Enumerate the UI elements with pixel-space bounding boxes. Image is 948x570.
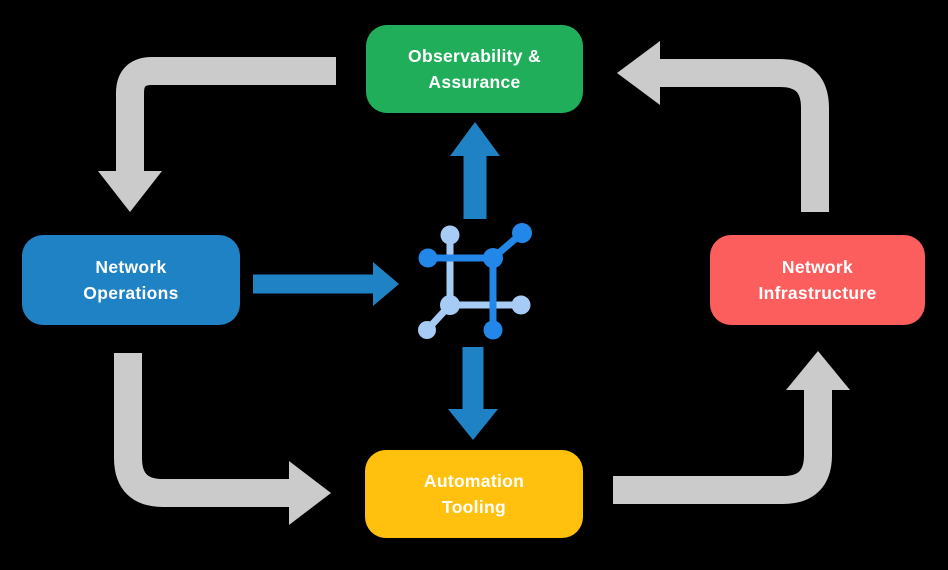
arrow-head-down-icon	[448, 409, 498, 440]
node-label-automation-tooling: Automation Tooling	[423, 470, 525, 517]
arrow-operations-to-center	[253, 262, 399, 306]
arrow-observability-to-operations	[98, 57, 336, 212]
icon-node-bottom	[483, 320, 503, 340]
arrow-head-down-icon	[98, 171, 162, 212]
arrow-shaft	[114, 353, 290, 507]
icon-node-bottom-left	[418, 321, 436, 339]
arrow-shaft	[116, 57, 336, 174]
arrow-infrastructure-to-observability	[617, 41, 829, 212]
node-automation-tooling: Automation Tooling	[365, 450, 583, 538]
arrow-head-right-icon	[373, 262, 399, 306]
node-network-infrastructure: Network Infrastructure	[710, 235, 925, 325]
icon-node-left	[418, 248, 438, 268]
arrow-head-up-icon	[786, 351, 850, 390]
icon-corner-bottom-left	[440, 295, 460, 315]
icon-corner-top-right	[483, 248, 503, 268]
arrow-shaft	[613, 390, 832, 504]
icon-node-top-right	[512, 223, 532, 243]
arrow-operations-to-automation	[114, 353, 331, 525]
node-label-network-infrastructure: Network Infrastructure	[758, 256, 877, 303]
icon-node-right	[511, 295, 531, 315]
arrow-center-to-automation	[448, 347, 498, 440]
icon-node-top	[440, 225, 460, 245]
node-label-network-operations: Network Operations	[83, 256, 179, 303]
arrow-head-up-icon	[450, 122, 500, 156]
network-nodes-icon	[418, 223, 532, 340]
node-network-operations: Network Operations	[22, 235, 240, 325]
arrow-head-left-icon	[617, 41, 660, 105]
arrow-center-to-observability	[450, 122, 500, 219]
node-observability-assurance: Observability & Assurance	[366, 25, 583, 113]
node-label-observability-assurance: Observability & Assurance	[408, 45, 541, 92]
arrow-head-right-icon	[289, 461, 331, 525]
arrow-automation-to-infrastructure	[613, 351, 850, 504]
arrow-shaft	[660, 59, 829, 212]
